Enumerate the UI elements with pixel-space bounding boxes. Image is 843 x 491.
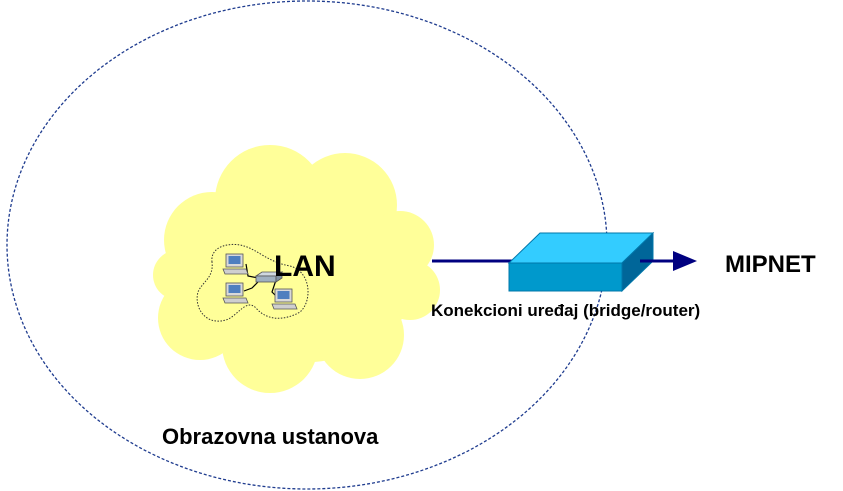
network-hub-icon <box>254 271 284 283</box>
institution-label: Obrazovna ustanova <box>162 424 379 449</box>
workstation-icon <box>271 288 298 310</box>
device-label: Konekcioni uređaj (bridge/router) <box>431 301 701 320</box>
workstation-icon <box>222 282 249 304</box>
bridge-router-box <box>507 231 655 293</box>
lan-cloud <box>153 145 440 393</box>
lan-segment-outline <box>196 243 309 322</box>
lan-label: LAN <box>274 250 336 283</box>
arrow-right-icon <box>673 251 697 271</box>
external-network-label: MIPNET <box>725 251 816 278</box>
workstation-icon <box>222 253 249 275</box>
